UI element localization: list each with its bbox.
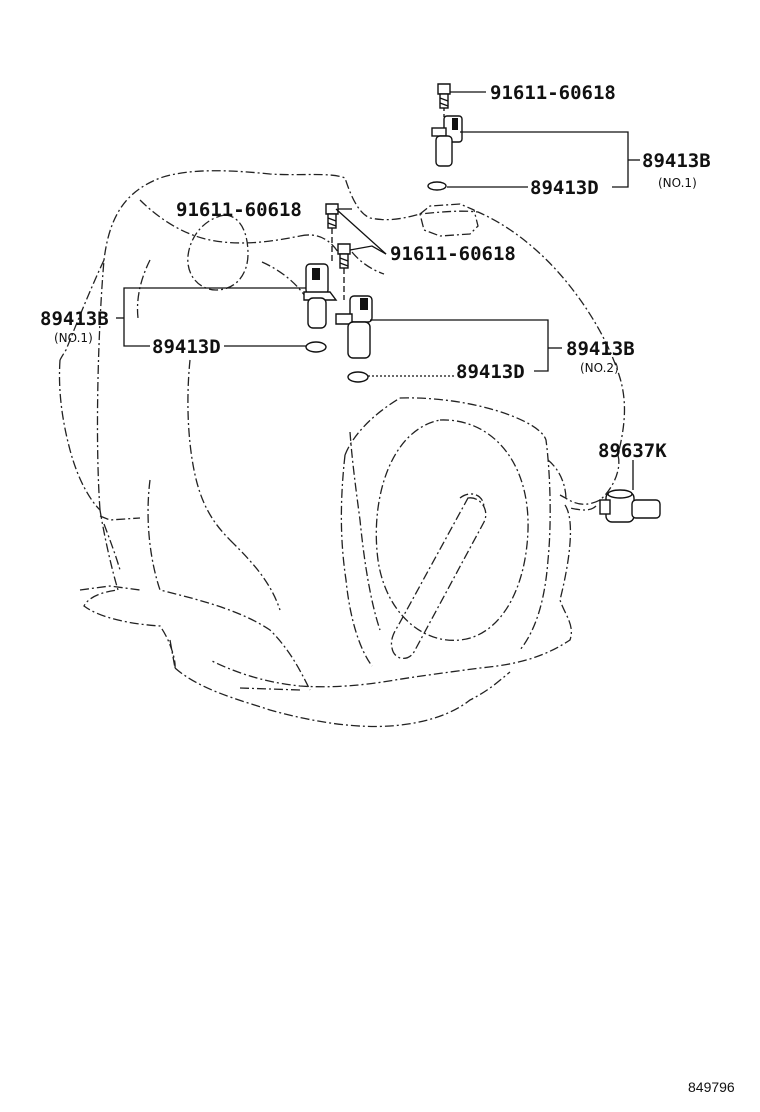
reference-number: 849796 bbox=[688, 1079, 735, 1095]
switch-89637k-icon bbox=[599, 489, 661, 523]
label-oring-right: 89413D bbox=[456, 361, 525, 383]
label-bolt-top: 91611-60618 bbox=[490, 82, 616, 104]
oring-right-icon bbox=[347, 371, 369, 383]
transmission-housing bbox=[58, 170, 626, 728]
label-sensor-top: 89413B bbox=[642, 150, 711, 172]
bolt-left-icon bbox=[325, 203, 339, 229]
bolt-top-icon bbox=[437, 83, 451, 109]
oring-top-icon bbox=[427, 181, 447, 191]
label-bolt-mid: 91611-60618 bbox=[390, 243, 516, 265]
label-bolt-left: 91611-60618 bbox=[176, 199, 302, 221]
label-sensor-right: 89413B bbox=[566, 338, 635, 360]
label-sensor-left-note: (NO.1) bbox=[54, 331, 93, 345]
label-sensor-top-note: (NO.1) bbox=[658, 176, 697, 190]
bolt-mid-icon bbox=[337, 243, 351, 269]
oring-left-icon bbox=[305, 341, 327, 353]
speed-sensor-top-icon bbox=[431, 115, 463, 167]
speed-sensor-right-icon bbox=[335, 295, 373, 359]
label-sensor-right-note: (NO.2) bbox=[580, 361, 619, 375]
label-switch: 89637K bbox=[598, 440, 667, 462]
label-sensor-left: 89413B bbox=[40, 308, 109, 330]
speed-sensor-left-icon bbox=[303, 263, 338, 329]
label-oring-left: 89413D bbox=[152, 336, 221, 358]
label-oring-top: 89413D bbox=[530, 177, 599, 199]
